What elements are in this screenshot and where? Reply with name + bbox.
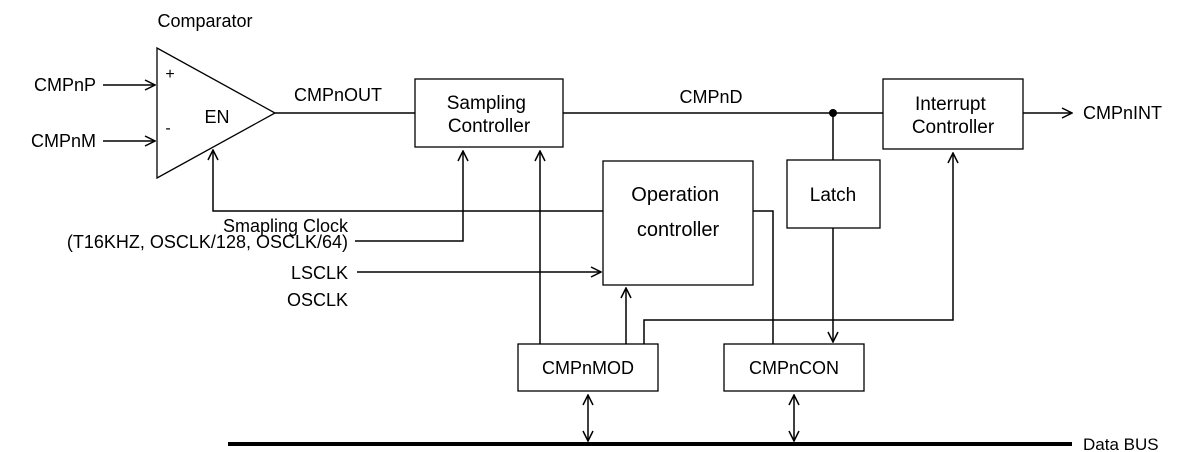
data-bus-label: Data BUS bbox=[1083, 435, 1159, 452]
cmpnmod-label: CMPnMOD bbox=[542, 358, 634, 378]
sampling-controller-box bbox=[414, 78, 564, 148]
input-cmpnm-label: CMPnM bbox=[31, 131, 96, 151]
latch-box bbox=[786, 159, 881, 229]
comparator-enable-label: EN bbox=[204, 107, 229, 127]
latch-label: Latch bbox=[810, 185, 856, 206]
operation-controller-box bbox=[602, 160, 754, 286]
comparator-plus-label: + bbox=[165, 66, 174, 83]
sampling-controller-label: Sampling Controller bbox=[447, 93, 532, 137]
lsclk-label: LSCLK bbox=[291, 263, 348, 283]
cmpnout-label: CMPnOUT bbox=[294, 85, 382, 105]
interrupt-controller-box bbox=[882, 78, 1024, 150]
sampling-clock-title: Smapling Clock bbox=[223, 216, 349, 236]
comparator-minus-label: - bbox=[165, 120, 170, 137]
sampling-clock-wire bbox=[355, 151, 463, 242]
input-cmpnp-label: CMPnP bbox=[34, 75, 96, 95]
cmpnint-label: CMPnINT bbox=[1083, 103, 1162, 123]
enable-wire-to-comparator bbox=[213, 150, 603, 212]
comparator-symbol bbox=[156, 46, 277, 180]
osclk-label: OSCLK bbox=[287, 290, 348, 310]
sampling-clock-sources: (T16KHZ, OSCLK/128, OSCLK/64) bbox=[67, 232, 348, 252]
cmpnmod-register-box bbox=[517, 343, 659, 392]
operation-controller-label: Operation controller bbox=[631, 184, 724, 241]
cmpnd-label: CMPnD bbox=[679, 87, 742, 107]
cmpnmod-to-interrupt-wire bbox=[643, 153, 953, 344]
diagram-title: Comparator bbox=[157, 11, 252, 31]
cmpncon-register-box bbox=[723, 343, 865, 392]
interrupt-controller-label: Interrupt Controller bbox=[912, 94, 995, 138]
operation-to-cmpncon-wire bbox=[753, 210, 774, 353]
cmpncon-label: CMPnCON bbox=[749, 358, 839, 378]
